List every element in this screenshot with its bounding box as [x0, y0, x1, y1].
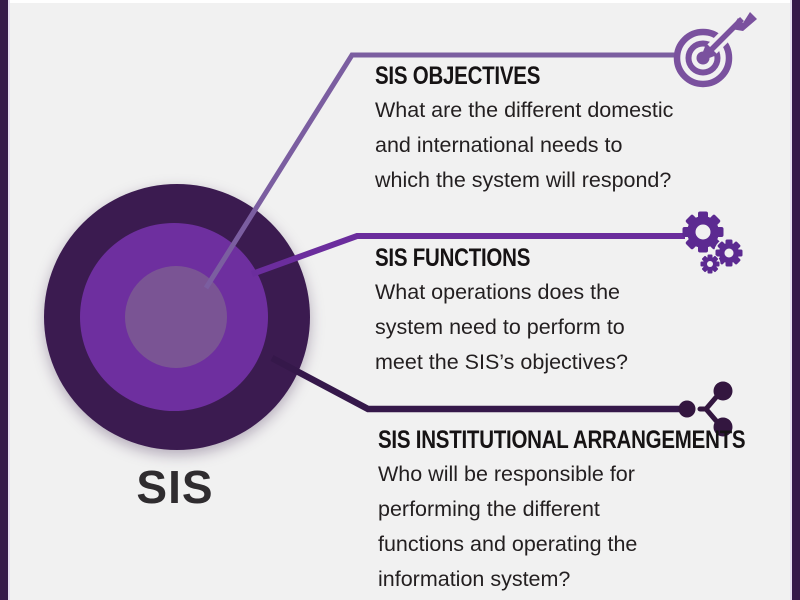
right-edge-bar [790, 0, 800, 600]
callout-institutional-body: Who will be responsible for performing t… [378, 462, 638, 591]
concentric-circles [44, 184, 310, 450]
left-edge-bar [0, 0, 10, 600]
callout-objectives-body: What are the different domestic and inte… [375, 98, 674, 192]
connector-line-functions [250, 233, 685, 277]
gears-icon [682, 211, 744, 275]
callout-institutional: SIS INSTITUTIONAL ARRANGEMENTS Who will … [378, 426, 800, 597]
callout-functions: SIS FUNCTIONS What operations does the s… [375, 244, 628, 380]
gear-tiny [700, 254, 720, 274]
center-label-sis: SIS [136, 461, 214, 513]
gear-large [682, 211, 724, 253]
gear-small [715, 239, 743, 267]
inner-circle [125, 266, 227, 368]
callout-institutional-title: SIS INSTITUTIONAL ARRANGEMENTS [378, 426, 746, 454]
connector-line-objectives [203, 52, 678, 290]
callout-functions-title: SIS FUNCTIONS [375, 244, 531, 272]
callout-functions-body: What operations does the system need to … [375, 280, 628, 374]
arrow-fletching [731, 12, 757, 31]
top-border-strip [0, 0, 800, 3]
share-network-icon [678, 381, 733, 437]
target-icon [673, 12, 757, 88]
callout-objectives: SIS OBJECTIVES What are the different do… [375, 62, 673, 198]
connector-line-institutional [270, 355, 687, 413]
callout-objectives-title: SIS OBJECTIVES [375, 62, 541, 90]
